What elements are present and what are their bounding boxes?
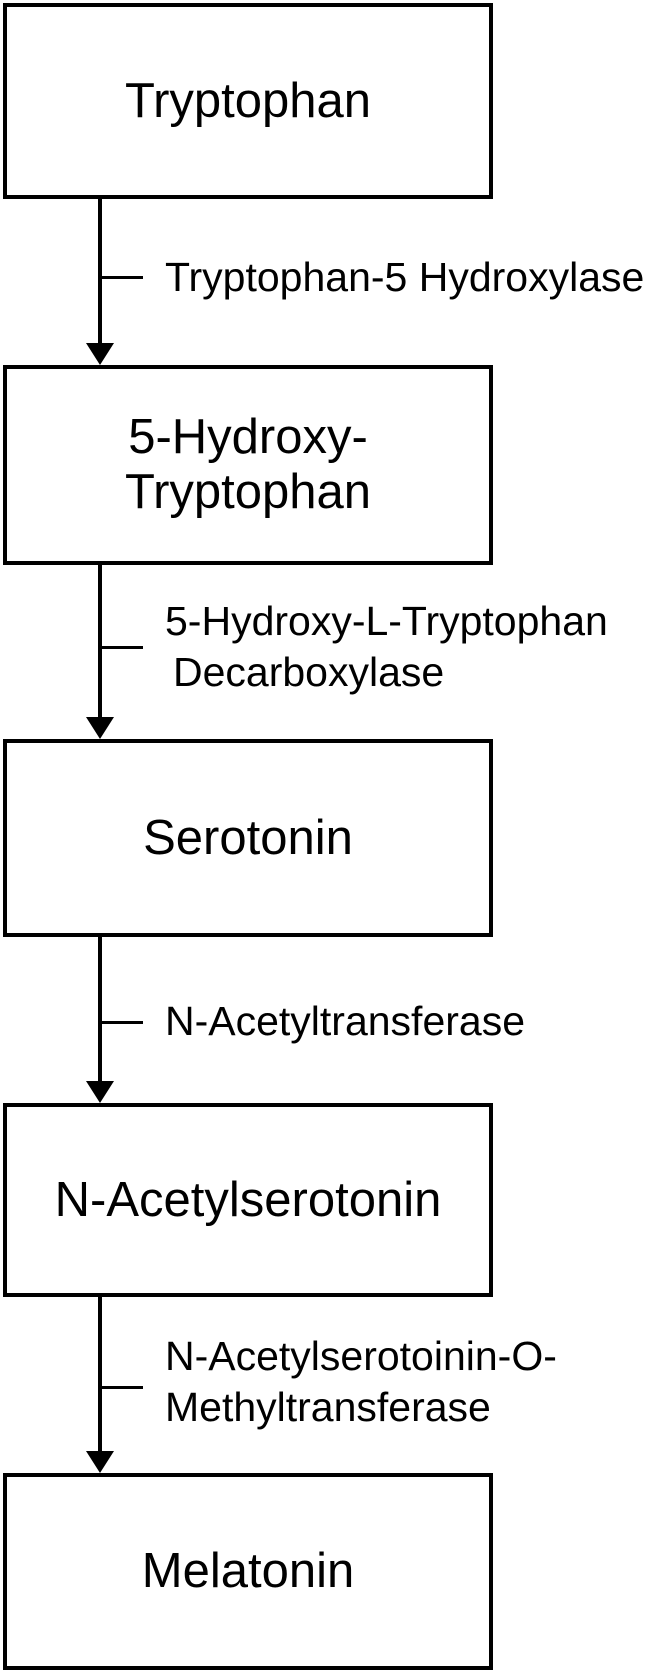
enzyme-label-line: N-Acetylserotoinin-O- <box>165 1333 557 1379</box>
enzyme-label-line: 5-Hydroxy-L-Tryptophan <box>165 598 608 644</box>
enzyme-label-line: Tryptophan-5 Hydroxylase <box>165 254 645 300</box>
enzyme-label-line: Methyltransferase <box>165 1384 491 1430</box>
enzyme-label-tryptophan-5-hydroxylase: Tryptophan-5 Hydroxylase <box>165 252 644 303</box>
node-label-line: Tryptophan <box>124 465 372 519</box>
node-label-5-hydroxy-tryptophan: 5-Hydroxy- Tryptophan <box>125 410 371 520</box>
node-box-5-hydroxy-tryptophan: 5-Hydroxy- Tryptophan <box>3 365 493 565</box>
enzyme-label-5-hydroxy-l-tryptophan-decarboxylase: 5-Hydroxy-L-Tryptophan Decarboxylase <box>165 596 608 698</box>
arrow-1-head-icon <box>86 343 114 365</box>
arrow-2-head-icon <box>86 717 114 739</box>
arrow-4-line <box>98 1297 102 1451</box>
node-label-melatonin: Melatonin <box>142 1544 354 1599</box>
node-label-serotonin: Serotonin <box>143 811 353 866</box>
node-box-n-acetylserotonin: N-Acetylserotonin <box>3 1103 493 1297</box>
node-box-serotonin: Serotonin <box>3 739 493 937</box>
arrow-2-line <box>98 565 102 719</box>
node-label-n-acetylserotonin: N-Acetylserotonin <box>55 1173 442 1228</box>
arrow-3-head-icon <box>86 1081 114 1103</box>
node-label-line: Serotonin <box>143 810 353 865</box>
node-label-line: Tryptophan <box>124 73 372 128</box>
node-box-melatonin: Melatonin <box>3 1473 493 1670</box>
node-label-tryptophan: Tryptophan <box>125 74 371 129</box>
node-label-line: Melatonin <box>141 1544 355 1598</box>
node-label-line: N-Acetylserotonin <box>54 1172 442 1227</box>
arrow-1-tick <box>100 276 143 279</box>
arrow-3-tick <box>100 1021 143 1024</box>
node-label-line: 5-Hydroxy- <box>128 410 368 464</box>
enzyme-label-n-acetylserotonin-o-methyltransferase: N-Acetylserotoinin-O- Methyltransferase <box>165 1331 557 1433</box>
enzyme-label-line: N-Acetyltransferase <box>165 998 526 1044</box>
arrow-4-tick <box>100 1386 143 1389</box>
arrow-1-line <box>98 199 102 345</box>
arrow-4-head-icon <box>86 1451 114 1473</box>
enzyme-label-n-acetyltransferase: N-Acetyltransferase <box>165 996 525 1047</box>
arrow-2-tick <box>100 646 143 649</box>
enzyme-label-line: Decarboxylase <box>173 649 445 695</box>
arrow-3-line <box>98 937 102 1081</box>
node-box-tryptophan: Tryptophan <box>3 3 493 199</box>
